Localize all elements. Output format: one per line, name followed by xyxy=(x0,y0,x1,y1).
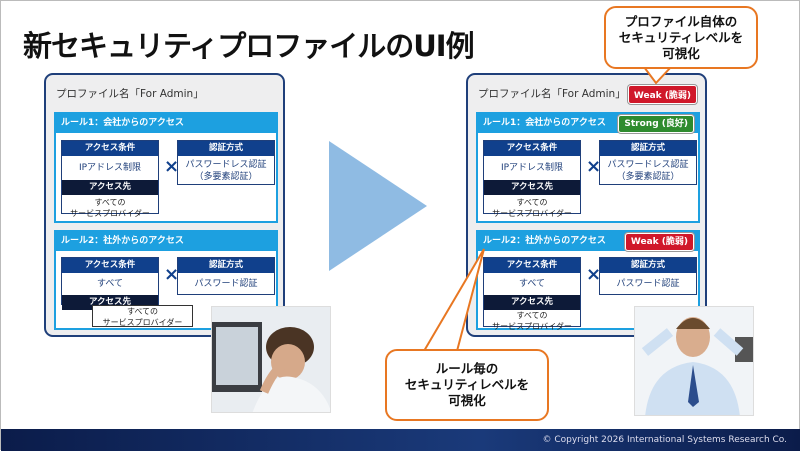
rule-title: ルール2：社外からのアクセス xyxy=(61,236,184,246)
footer-copyright: © Copyright 2026 International Systems R… xyxy=(1,429,800,451)
auth-label: 認証方式 xyxy=(178,141,274,156)
cross-icon: × xyxy=(586,264,602,285)
dest-value: すべての サービスプロバイダー xyxy=(102,307,183,327)
dest-label: アクセス先 xyxy=(62,180,158,195)
auth-label: 認証方式 xyxy=(600,141,696,156)
rule-header: ルール1：会社からのアクセス xyxy=(56,114,276,133)
auth-box: 認証方式 パスワード認証 xyxy=(599,257,697,295)
rule-title: ルール1：会社からのアクセス xyxy=(483,118,606,128)
profile-panel-after: プロファイル名「For Admin」 Weak (脆弱) ルール1：会社からのア… xyxy=(466,73,707,337)
auth-value: パスワード認証 xyxy=(194,279,258,289)
cross-icon: × xyxy=(164,264,180,285)
rule-title: ルール1：会社からのアクセス xyxy=(61,118,184,128)
condition-value: IPアドレス制限 xyxy=(500,163,564,173)
rule-security-badge: Weak (脆弱) xyxy=(624,233,694,251)
condition-label: アクセス条件 xyxy=(484,258,580,273)
rule-header: ルール2：社外からのアクセス Weak (脆弱) xyxy=(478,232,698,251)
rule-security-badge: Strong (良好) xyxy=(618,115,694,133)
rule-header: ルール2：社外からのアクセス xyxy=(56,232,276,251)
arrow-right-icon xyxy=(329,141,427,271)
profile-name: プロファイル名「For Admin」 xyxy=(478,88,626,100)
auth-value: パスワード認証 xyxy=(616,279,680,289)
dest-box: すべての サービスプロバイダー xyxy=(92,305,193,327)
condition-label: アクセス条件 xyxy=(62,141,158,156)
dest-label: アクセス先 xyxy=(484,295,580,310)
dest-value: すべての サービスプロバイダー xyxy=(492,311,572,331)
auth-label: 認証方式 xyxy=(600,258,696,273)
auth-value: パスワードレス認証 （多要素認証） xyxy=(185,160,267,182)
condition-box: アクセス条件 すべて アクセス先 すべての サービスプロバイダー xyxy=(483,257,581,331)
profile-panel-before: プロファイル名「For Admin」 ルール1：会社からのアクセス アクセス条件… xyxy=(44,73,285,337)
condition-box: アクセス条件 すべて アクセス先 xyxy=(61,257,159,310)
auth-box: 認証方式 パスワードレス認証 （多要素認証） xyxy=(599,140,697,185)
auth-box: 認証方式 パスワードレス認証 （多要素認証） xyxy=(177,140,275,185)
auth-label: 認証方式 xyxy=(178,258,274,273)
rule-level-callout: ルール毎の セキュリティレベルを 可視化 xyxy=(385,349,549,421)
auth-value: パスワードレス認証 （多要素認証） xyxy=(607,160,689,182)
condition-label: アクセス条件 xyxy=(484,141,580,156)
profile-security-badge: Weak (脆弱) xyxy=(627,85,697,104)
auth-box: 認証方式 パスワード認証 xyxy=(177,257,275,295)
condition-value: すべて xyxy=(96,279,123,289)
relaxed-man-photo xyxy=(634,306,754,416)
rule-2: ルール2：社外からのアクセス Weak (脆弱) アクセス条件 すべて アクセス先… xyxy=(476,230,700,331)
condition-label: アクセス条件 xyxy=(62,258,158,273)
rule-1: ルール1：会社からのアクセス Strong (良好) アクセス条件 IPアドレス制… xyxy=(476,112,700,223)
dest-label: アクセス先 xyxy=(484,180,580,195)
cross-icon: × xyxy=(164,156,180,177)
dest-value: すべての サービスプロバイダー xyxy=(70,198,150,218)
condition-box: アクセス条件 IPアドレス制限 アクセス先 すべての サービスプロバイダー xyxy=(483,140,581,218)
profile-level-callout: プロファイル自体の セキュリティレベルを 可視化 xyxy=(604,6,758,69)
condition-value: IPアドレス制限 xyxy=(78,163,142,173)
profile-name: プロファイル名「For Admin」 xyxy=(56,88,204,100)
rule-header: ルール1：会社からのアクセス Strong (良好) xyxy=(478,114,698,133)
slide-title: 新セキュリティプロファイルのUI例 xyxy=(23,29,475,63)
rule-1: ルール1：会社からのアクセス アクセス条件 IPアドレス制限 アクセス先 すべて… xyxy=(54,112,278,223)
rule-title: ルール2：社外からのアクセス xyxy=(483,236,606,246)
dest-value: すべての サービスプロバイダー xyxy=(492,198,572,218)
condition-value: すべて xyxy=(518,279,545,289)
condition-box: アクセス条件 IPアドレス制限 アクセス先 すべての サービスプロバイダー xyxy=(61,140,159,218)
stressed-man-photo xyxy=(211,306,331,413)
cross-icon: × xyxy=(586,156,602,177)
